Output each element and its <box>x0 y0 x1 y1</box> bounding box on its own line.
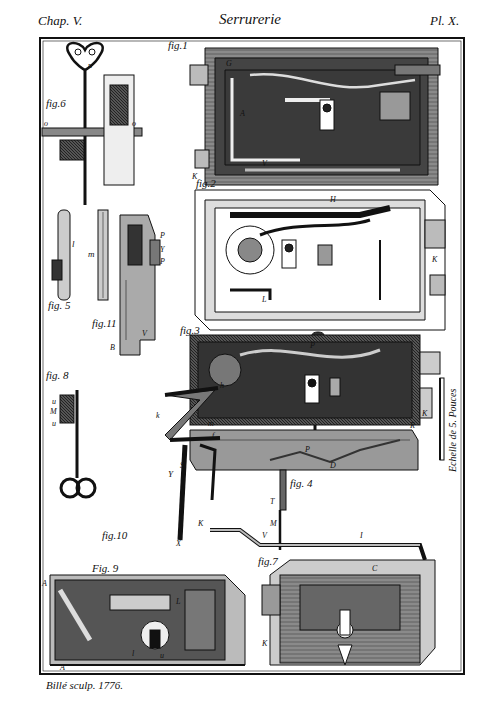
figure-label: fig. 4 <box>290 478 313 489</box>
callout-letter: h <box>220 382 224 390</box>
figure-label: fig. 8 <box>46 370 69 381</box>
callout-letter: L <box>176 598 180 606</box>
callout-letter: T <box>270 498 274 506</box>
callout-letter: P <box>305 446 310 454</box>
callout-letter: k <box>156 412 160 420</box>
callout-letter: Y <box>160 246 164 254</box>
callout-letter: A <box>240 110 245 118</box>
callout-letter: X <box>176 540 181 548</box>
callout-letter: M <box>50 408 57 416</box>
figure-label: fig. 5 <box>48 300 71 311</box>
callout-letter: P <box>160 232 165 240</box>
fig9-lock <box>50 575 245 665</box>
engraver-signature: Billé sculp. 1776. <box>46 680 123 691</box>
callout-letter: V <box>142 330 147 338</box>
fig8-key <box>60 390 95 497</box>
callout-letter: H <box>330 196 336 204</box>
callout-letter: D <box>330 462 336 470</box>
figure-label: Fig. 9 <box>92 563 118 574</box>
callout-letter: G <box>226 60 232 68</box>
callout-letter: m <box>208 420 214 428</box>
callout-letter: A <box>60 664 65 672</box>
callout-letter: I <box>360 532 363 540</box>
scale-bar <box>440 378 444 460</box>
callout-letter: B <box>110 344 115 352</box>
callout-letter: K <box>198 520 203 528</box>
callout-letter: M <box>270 520 277 528</box>
callout-letter: S <box>180 462 184 470</box>
callout-letter: l <box>132 650 134 658</box>
callout-letter: R <box>410 422 415 430</box>
figure-label: fig.11 <box>92 318 117 329</box>
callout-letter: K <box>422 410 427 418</box>
scale-text: Echelle de 5. Pouces <box>448 389 458 472</box>
fig1-lock <box>190 48 440 185</box>
callout-letter: u <box>52 398 56 406</box>
fig4-bolt <box>190 430 425 560</box>
fig3-lock <box>190 335 440 444</box>
figure-label: fig.2 <box>196 178 216 189</box>
callout-letter: K <box>432 256 437 264</box>
fig5-pins <box>52 210 108 300</box>
fig7-lock <box>262 560 435 665</box>
fig11-latch <box>120 215 160 355</box>
callout-letter: C <box>372 565 377 573</box>
callout-letter: K <box>192 173 197 181</box>
callout-letter: V <box>262 160 267 168</box>
callout-letter: K <box>262 640 267 648</box>
fig6-key <box>42 43 142 205</box>
callout-letter: Y <box>168 470 173 479</box>
figure-label: fig.3 <box>180 325 200 336</box>
callout-letter: o <box>132 120 136 128</box>
chapter-heading: Chap. V. <box>38 14 82 27</box>
callout-letter: u <box>160 652 164 660</box>
figure-label: fig.1 <box>168 40 188 51</box>
plate-title: Serrurerie <box>219 12 281 27</box>
callout-letter: P <box>310 342 315 350</box>
plate-number: Pl. X. <box>430 14 459 27</box>
callout-letter: n <box>88 62 92 70</box>
callout-letter: u <box>52 420 56 428</box>
callout-letter: L <box>262 296 266 304</box>
callout-letter: f <box>212 432 214 440</box>
callout-letter: m <box>88 250 95 259</box>
figure-label: fig.7 <box>258 556 278 567</box>
fig10-spring <box>165 388 220 540</box>
figure-label: fig.6 <box>46 98 66 109</box>
figure-label: fig.10 <box>102 530 127 541</box>
callout-letter: o <box>44 120 48 128</box>
callout-letter: P <box>160 258 165 266</box>
fig2-lock <box>195 190 445 338</box>
callout-letter: l <box>72 240 75 249</box>
callout-letter: A <box>42 580 47 588</box>
callout-letter: V <box>262 532 267 540</box>
